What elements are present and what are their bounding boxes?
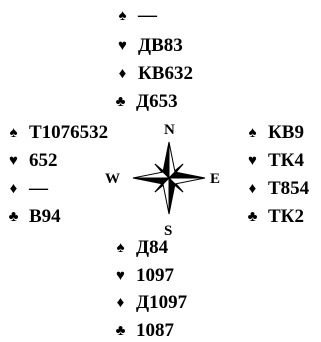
diamonds-icon: ♦ bbox=[118, 66, 127, 82]
south-diamonds-line: ♦ Д1097 bbox=[112, 292, 187, 314]
hearts-icon: ♥ bbox=[118, 38, 127, 54]
north-diamonds-cards: КВ632 bbox=[138, 63, 193, 84]
clubs-icon: ♣ bbox=[8, 209, 19, 225]
spades-icon: ♠ bbox=[9, 125, 18, 141]
compass-west-label: W bbox=[105, 171, 120, 187]
compass-rose-icon bbox=[132, 141, 206, 215]
clubs-icon: ♣ bbox=[115, 323, 126, 339]
west-diamonds-line: ♦— bbox=[5, 178, 48, 200]
east-spades-cards: КВ9 bbox=[268, 122, 304, 143]
east-clubs-cards: ТК2 bbox=[268, 206, 304, 227]
compass-east-label: E bbox=[210, 171, 221, 187]
hearts-icon: ♥ bbox=[9, 153, 18, 169]
east-diamonds-cards: Т854 bbox=[268, 178, 310, 199]
west-clubs-cards: В94 bbox=[29, 206, 61, 227]
north-spades-line: ♠— bbox=[114, 5, 157, 27]
clubs-icon: ♣ bbox=[115, 94, 126, 110]
north-spades-cards: — bbox=[138, 5, 157, 26]
spades-icon: ♠ bbox=[248, 125, 257, 141]
east-diamonds-line: ♦ Т854 bbox=[244, 178, 310, 200]
compass-rose: N S W E bbox=[105, 119, 221, 249]
clubs-icon: ♣ bbox=[247, 209, 258, 225]
west-hearts-line: ♥ 652 bbox=[5, 150, 58, 172]
spades-icon: ♠ bbox=[118, 8, 127, 24]
east-hearts-cards: ТК4 bbox=[268, 150, 304, 171]
spades-icon: ♠ bbox=[116, 240, 125, 256]
north-clubs-cards: Д653 bbox=[136, 91, 178, 112]
south-clubs-line: ♣ 1087 bbox=[112, 320, 174, 342]
hearts-icon: ♥ bbox=[116, 268, 125, 284]
east-clubs-line: ♣ ТК2 bbox=[244, 206, 304, 228]
north-diamonds-line: ♦ КВ632 bbox=[114, 63, 193, 85]
hearts-icon: ♥ bbox=[248, 153, 257, 169]
diamonds-icon: ♦ bbox=[248, 181, 257, 197]
diamonds-icon: ♦ bbox=[9, 181, 18, 197]
south-diamonds-cards: Д1097 bbox=[136, 292, 188, 313]
west-spades-cards: Т1076532 bbox=[29, 122, 109, 143]
east-hearts-line: ♥ ТК4 bbox=[244, 150, 304, 172]
west-hearts-cards: 652 bbox=[29, 150, 58, 171]
north-hearts-cards: ДВ83 bbox=[138, 35, 183, 56]
west-spades-line: ♠ Т1076532 bbox=[5, 122, 109, 144]
compass-north-label: N bbox=[164, 122, 175, 138]
compass-south-label: S bbox=[164, 223, 173, 239]
south-spades-cards: Д84 bbox=[136, 237, 169, 258]
south-clubs-cards: 1087 bbox=[136, 320, 174, 341]
east-spades-line: ♠ КВ9 bbox=[244, 122, 304, 144]
west-diamonds-cards: — bbox=[29, 178, 48, 199]
diamonds-icon: ♦ bbox=[116, 295, 125, 311]
north-hearts-line: ♥ ДВ83 bbox=[114, 35, 183, 57]
south-spades-line: ♠ Д84 bbox=[112, 237, 169, 259]
south-hearts-cards: 1097 bbox=[136, 265, 174, 286]
west-clubs-line: ♣ В94 bbox=[5, 206, 61, 228]
south-hearts-line: ♥ 1097 bbox=[112, 265, 174, 287]
north-clubs-line: ♣ Д653 bbox=[112, 91, 178, 113]
